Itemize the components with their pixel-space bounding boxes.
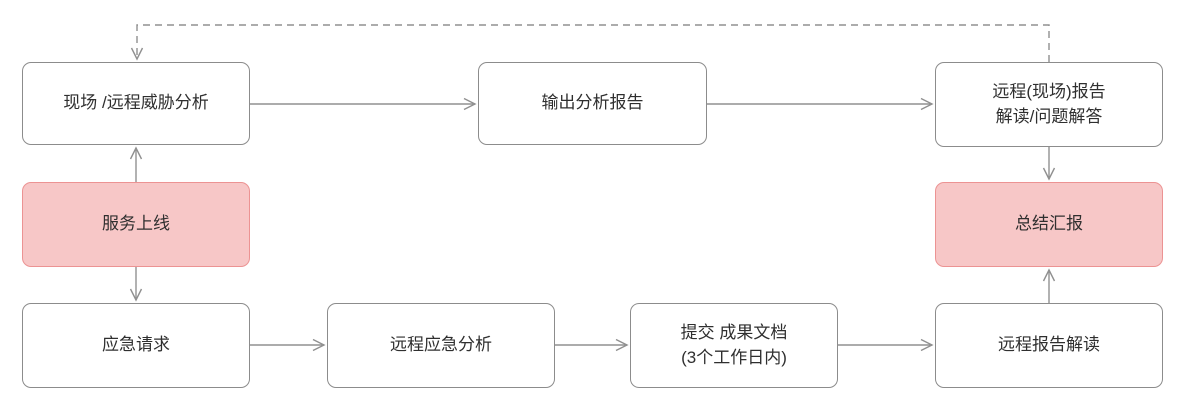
node-summary-report-label: 总结汇报 [1015, 214, 1083, 234]
node-summary-report: 总结汇报 [935, 182, 1163, 267]
node-submit-deliverables: 提交 成果文档 (3个工作日内) [630, 303, 838, 388]
node-service-online: 服务上线 [22, 182, 250, 267]
node-emergency-request-label: 应急请求 [102, 335, 170, 355]
node-emergency-request: 应急请求 [22, 303, 250, 388]
node-report-interpretation-qa-label: 远程(现场)报告 解读/问题解答 [992, 81, 1106, 126]
node-remote-emergency-analysis: 远程应急分析 [327, 303, 555, 388]
node-submit-deliverables-label: 提交 成果文档 (3个工作日内) [680, 322, 788, 367]
node-threat-analysis-label: 现场 /远程威胁分析 [63, 93, 209, 113]
node-remote-report-interpretation: 远程报告解读 [935, 303, 1163, 388]
node-remote-report-interpretation-label: 远程报告解读 [998, 335, 1100, 355]
connector-feedback-dashed [130, 24, 1050, 62]
node-threat-analysis: 现场 /远程威胁分析 [22, 62, 250, 145]
node-output-report: 输出分析报告 [478, 62, 707, 145]
node-output-report-label: 输出分析报告 [541, 93, 644, 113]
node-remote-emergency-analysis-label: 远程应急分析 [390, 335, 492, 355]
node-service-online-label: 服务上线 [102, 214, 170, 234]
node-report-interpretation-qa: 远程(现场)报告 解读/问题解答 [935, 62, 1163, 147]
